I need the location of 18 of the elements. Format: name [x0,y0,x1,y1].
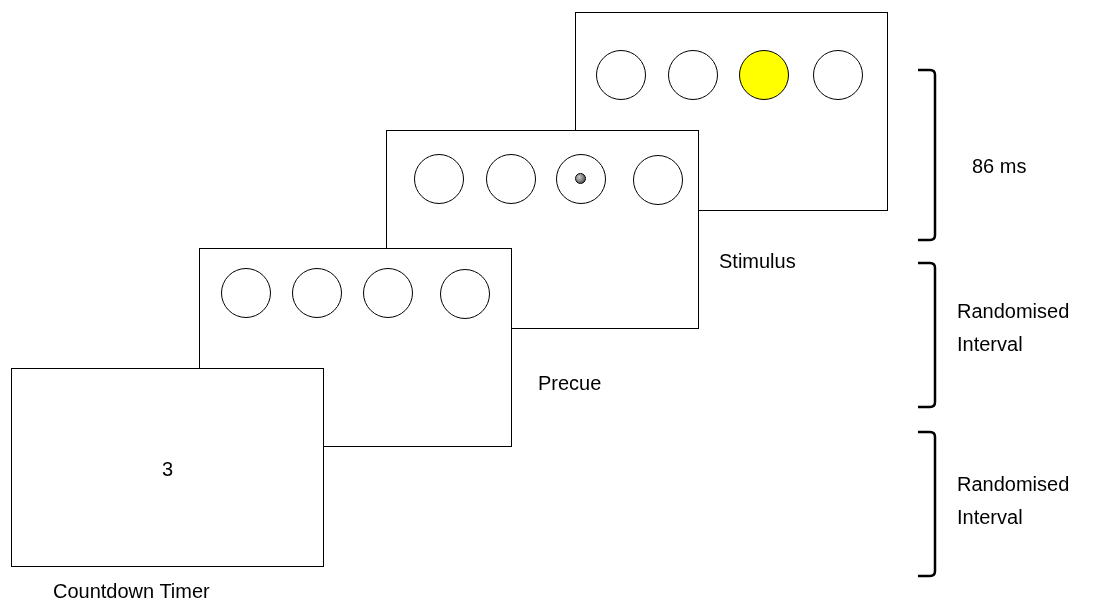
screen-frame [11,368,324,567]
countdown-number: 3 [161,457,174,481]
screen-caption: Precue [538,371,602,396]
screen-caption: Stimulus [719,249,796,274]
circle-target [813,50,863,100]
circle-target [596,50,646,100]
duration-label: 86 ms [972,154,1027,179]
circle-target [221,268,271,318]
circle-target [556,154,606,204]
screen-caption: Countdown Timer [53,579,210,603]
circle-target [486,154,536,204]
interval-label: Randomised Interval [957,472,1071,530]
circle-target [668,50,718,100]
highlighted-circle-target [739,50,789,100]
circle-target [292,268,342,318]
circle-target [414,154,464,204]
circle-target [363,268,413,318]
interval-label: Randomised Interval [957,299,1071,357]
